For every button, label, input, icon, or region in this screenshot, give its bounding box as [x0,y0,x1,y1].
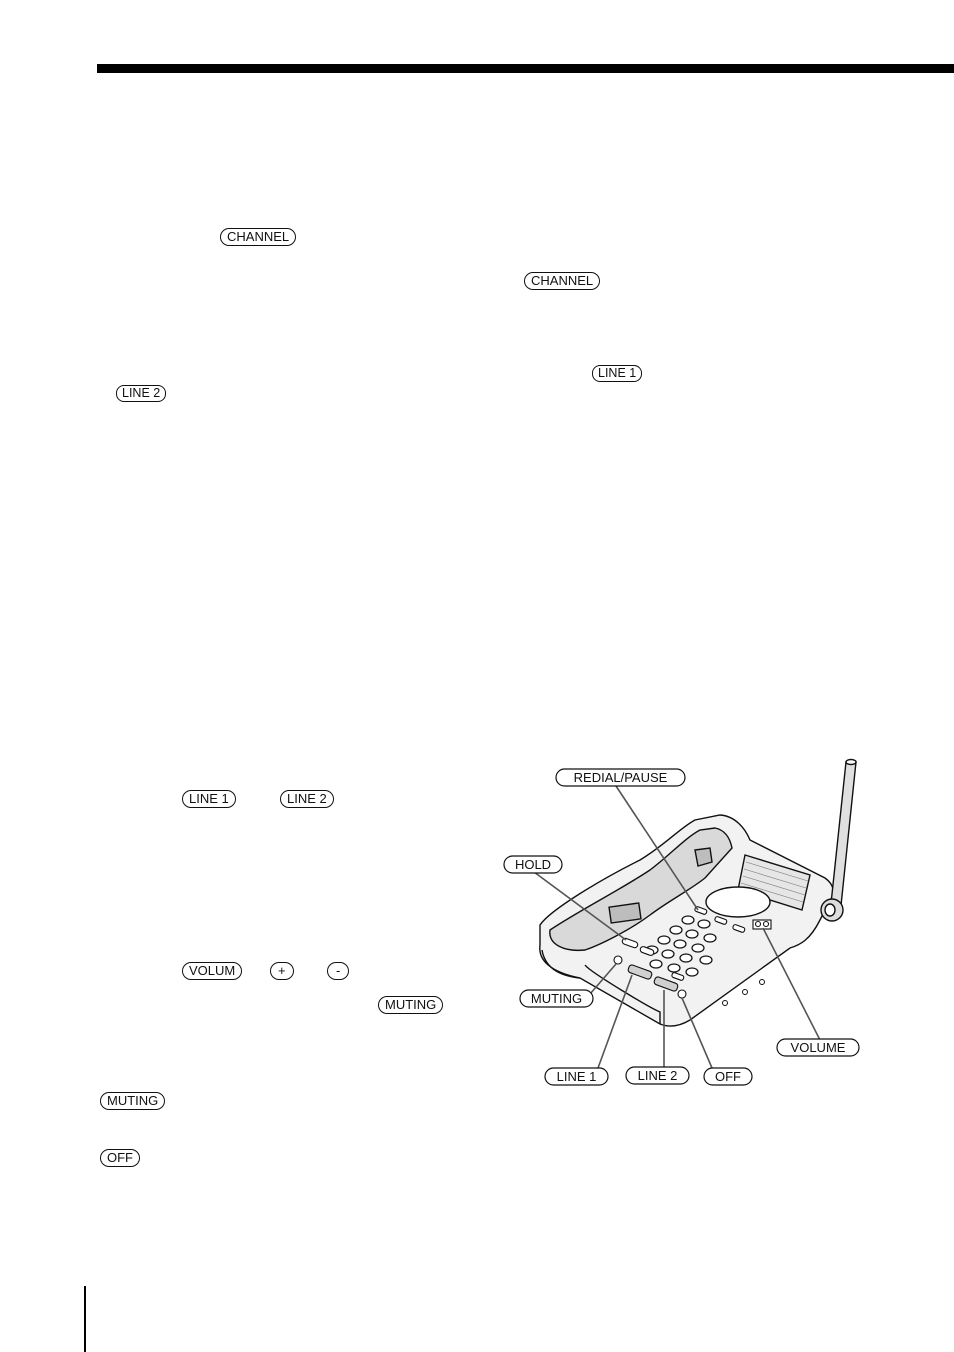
line2-label: LINE 2 [638,1068,678,1083]
function-button [714,916,728,925]
cradle-clip [694,847,713,867]
muting-leader [589,963,617,995]
volume-label: VOLUME [791,1040,846,1055]
hold-label: HOLD [515,857,551,872]
muting-key-label: MUTING [100,1092,166,1110]
redial-pause-leader [615,785,699,911]
line2-key-label: LINE 2 [116,385,167,402]
line1-key-label: LINE 1 [592,365,643,382]
top-rule [97,64,954,73]
off-leader [681,997,713,1069]
handset-cradle [549,827,733,952]
line1-key-label: LINE 1 [182,790,236,808]
volume-key-label: VOLUM [182,962,243,980]
function-button [732,924,746,933]
cradle-window [608,902,642,924]
line1-label: LINE 1 [557,1069,597,1084]
phone-base-diagram: REDIAL/PAUSE HOLD MUTING LINE 1 LINE 2 O… [503,758,860,1086]
redial-pause-label: REDIAL/PAUSE [574,770,668,785]
muting-key-label: MUTING [378,996,444,1014]
line1-leader [597,974,633,1069]
volume-leader [762,927,821,1041]
muting-button [613,955,623,965]
volume-minus-key-label: - [327,962,350,980]
antenna [820,758,857,922]
off-button [677,989,687,999]
display-window [705,886,771,918]
line2-button [653,976,679,992]
phone-base-illustration [539,758,857,1027]
side-rule [84,1286,86,1352]
volume-plus-key-label: + [270,962,294,980]
line2-key-label: LINE 2 [280,790,334,808]
volume-control [752,919,772,930]
callout-lines [533,785,821,1069]
channel-key-label: CHANNEL [220,228,297,246]
function-button [671,972,685,981]
line1-button [627,964,653,980]
function-button [639,946,655,956]
side-jacks [722,979,765,1006]
muting-label: MUTING [531,991,582,1006]
channel-key-label: CHANNEL [524,272,601,290]
off-label: OFF [715,1069,741,1084]
off-key-label: OFF [100,1149,140,1167]
speaker-grille [737,854,811,911]
hold-leader [533,871,627,941]
hold-button [621,937,639,949]
